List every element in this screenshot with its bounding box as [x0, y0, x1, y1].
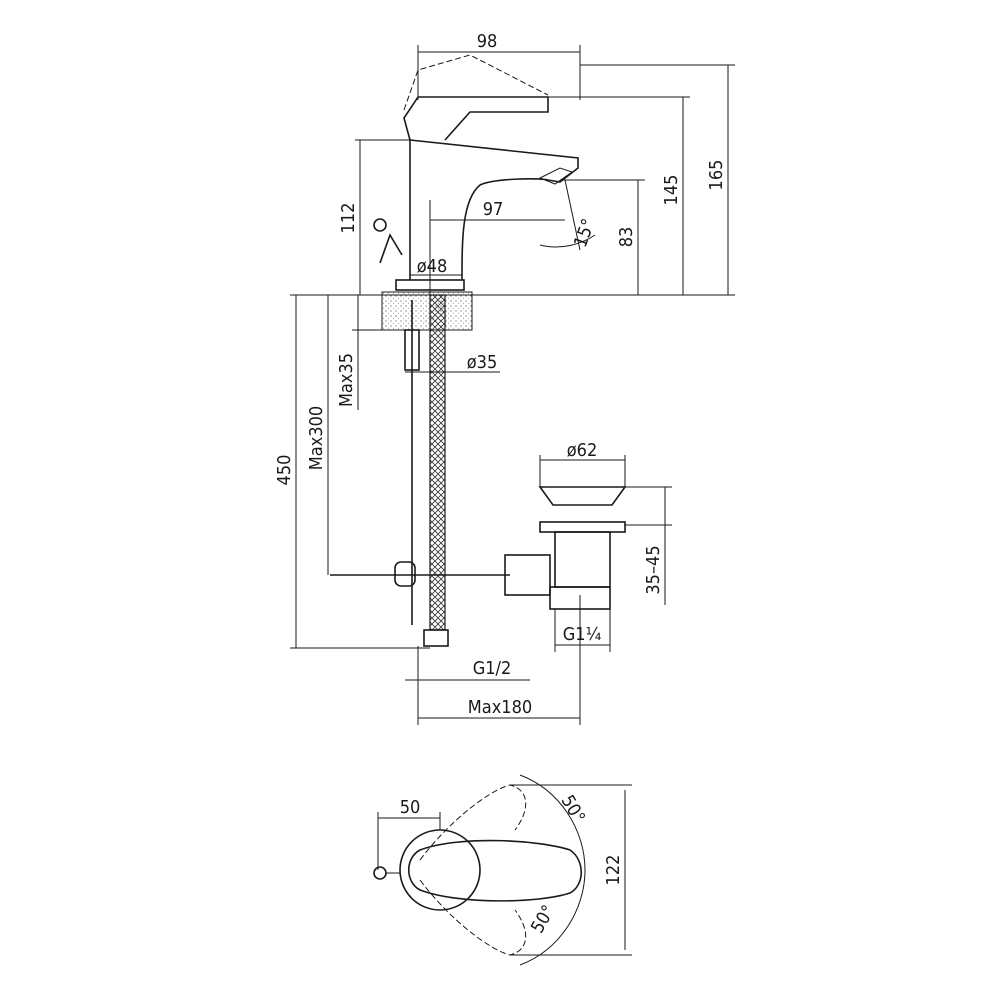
dim-145: 145	[661, 175, 682, 206]
dim-165: 165	[706, 160, 727, 191]
dim-max35: Max35	[336, 353, 357, 407]
dim-112: 112	[338, 203, 359, 234]
faucet-side-view	[290, 54, 735, 331]
dim-d35: ø35	[467, 352, 498, 373]
dim-g1-1-4: G1¼	[563, 624, 602, 645]
dim-g1-2: G1/2	[473, 658, 512, 679]
dim-15-deg: 15°	[570, 216, 600, 250]
dim-98: 98	[477, 31, 498, 52]
dim-122: 122	[603, 855, 624, 886]
dim-d62: ø62	[567, 440, 598, 461]
dim-50: 50	[400, 797, 421, 818]
dim-50-deg-down: 50°	[527, 902, 560, 937]
dim-max180: Max180	[468, 697, 532, 718]
dimension-lines	[290, 45, 735, 966]
pop-up-waste	[538, 486, 627, 610]
hose-assembly	[330, 294, 551, 647]
dim-450: 450	[274, 455, 295, 486]
dim-d48: ø48	[417, 256, 448, 277]
dim-97: 97	[483, 199, 504, 220]
dim-50-deg-up: 50°	[556, 792, 589, 827]
dim-35-45: 35–45	[643, 545, 664, 594]
dim-max300: Max300	[306, 406, 327, 470]
dim-83: 83	[616, 227, 637, 248]
